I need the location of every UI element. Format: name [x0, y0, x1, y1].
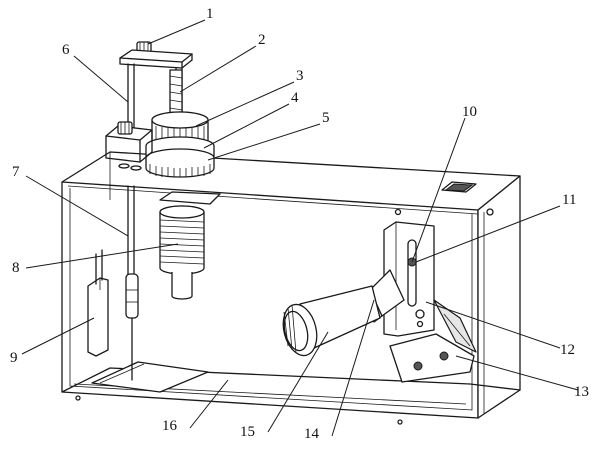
callout-16: 16 [162, 418, 178, 434]
callout-3: 3 [296, 68, 304, 84]
callout-9: 9 [10, 350, 18, 366]
adjust-slot [407, 239, 417, 307]
base-slot [91, 361, 209, 393]
threaded-cylinder [159, 191, 221, 300]
callout-5: 5 [322, 110, 330, 126]
gear-disk [145, 148, 215, 178]
callout-7: 7 [12, 164, 20, 180]
callout-8: 8 [12, 260, 20, 276]
callout-14: 14 [304, 426, 320, 442]
angled-plate [389, 333, 475, 383]
crossbar [119, 49, 193, 63]
callout-11: 11 [562, 192, 576, 208]
callout-1: 1 [206, 6, 214, 22]
right-assembly [361, 221, 477, 383]
left-holder [87, 249, 109, 357]
callout-6: 6 [62, 42, 70, 58]
callouts: 1 2 3 4 5 6 7 8 9 10 11 12 13 14 15 16 [10, 6, 589, 442]
callout-12: 12 [560, 342, 575, 358]
lens-tube [282, 285, 381, 357]
top-assembly [105, 41, 215, 178]
callout-10: 10 [462, 104, 477, 120]
callout-2: 2 [258, 32, 266, 48]
probe-rod [125, 185, 139, 381]
callout-15: 15 [240, 424, 255, 440]
leader-lines [21, 19, 579, 437]
callout-4: 4 [291, 90, 299, 106]
callout-13: 13 [574, 384, 589, 400]
